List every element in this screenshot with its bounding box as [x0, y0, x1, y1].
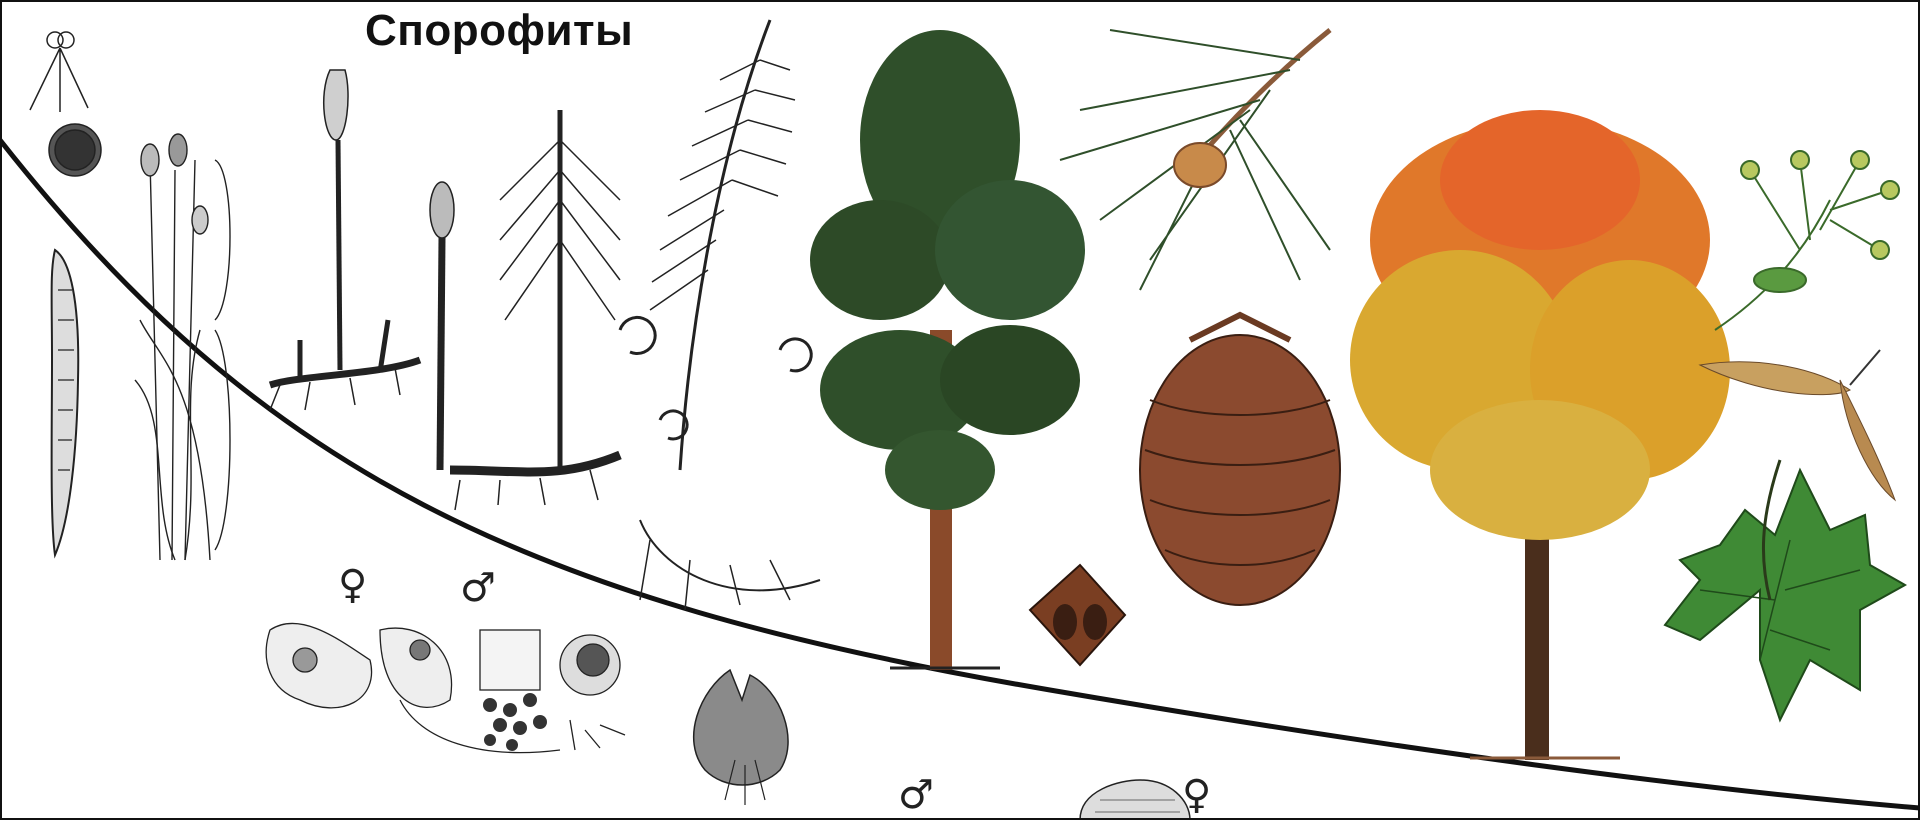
- pine-branch-illustration: [1060, 30, 1330, 290]
- maple-flower-branch-illustration: [1715, 151, 1899, 330]
- moss-plant-illustration: [135, 134, 230, 560]
- club-moss-illustration: [270, 70, 420, 410]
- gametangia-illustration: [266, 623, 625, 752]
- female-symbol-upper: ♀: [338, 565, 367, 605]
- pine-seed-scale-illustration: [1030, 565, 1125, 665]
- diagram-title: Спорофиты: [365, 6, 633, 56]
- male-symbol-lower: ♂: [898, 775, 934, 815]
- maple-tree-illustration: [1350, 110, 1730, 760]
- fern-illustration: [620, 20, 820, 610]
- pine-cone-illustration: [1140, 315, 1340, 605]
- male-symbol-upper: ♂: [460, 568, 496, 608]
- filamentous-alga-illustration: [52, 250, 79, 555]
- pine-tree-illustration: [810, 30, 1085, 670]
- horsetail-illustration: [430, 110, 620, 510]
- female-symbol-lower: ♀: [1182, 775, 1211, 815]
- moss-sporangium-illustration: [30, 32, 101, 176]
- maple-leaf-illustration: [1665, 460, 1905, 720]
- fern-prothallus-illustration: [694, 670, 788, 805]
- pollen-ovule-illustration: [1080, 780, 1190, 820]
